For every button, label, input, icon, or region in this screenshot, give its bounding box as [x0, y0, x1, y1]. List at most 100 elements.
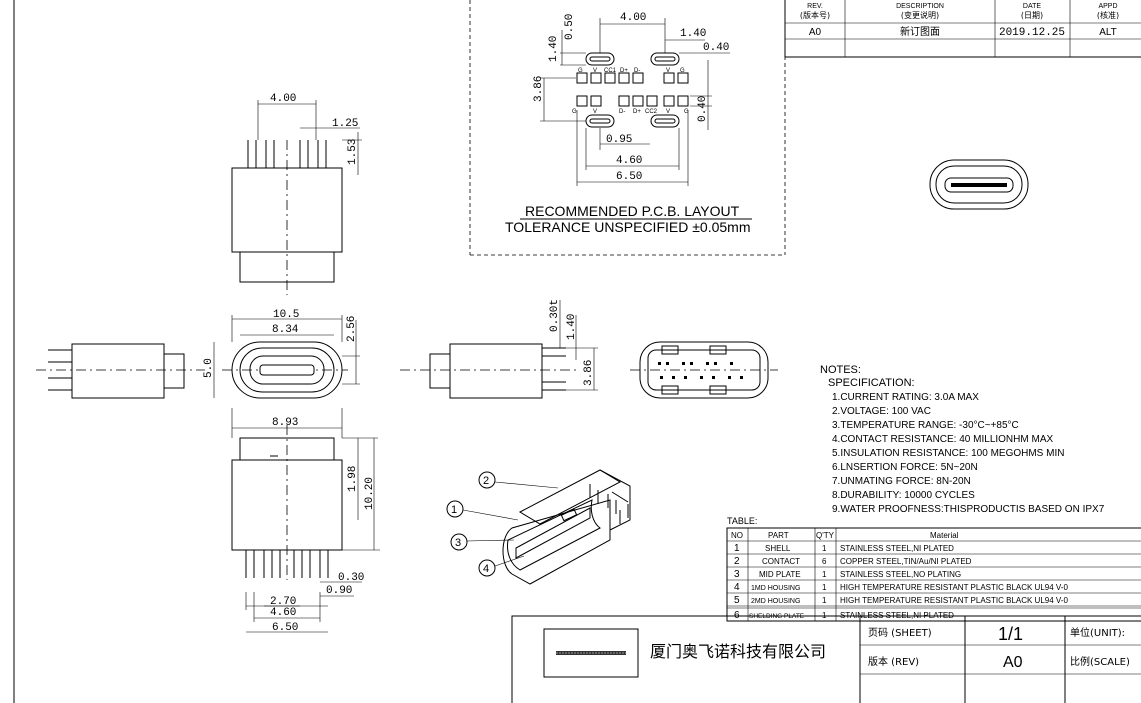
scale-label: 比例(SCALE) [1070, 655, 1130, 668]
dim-10-20: 10.20 [364, 477, 376, 510]
note-item: 7.UNMATING FORCE: 8N-20N [832, 476, 971, 487]
dim-4-60: 4.60 [270, 607, 296, 619]
bom-cell: STAINLESS STEEL,NO PLATING [840, 570, 961, 579]
bom-header: Material [930, 531, 959, 540]
pin-label: D+ [620, 68, 628, 74]
dim-6-50: 6.50 [272, 622, 298, 634]
bom-cell: 4 [734, 582, 740, 593]
note-item: 2.VOLTAGE: 100 VAC [832, 406, 931, 417]
callout-3: 3 [455, 537, 461, 549]
dim-h-0-50: 0.50 [564, 14, 576, 40]
dim-6-50: 6.50 [616, 171, 642, 183]
bom-cell: STAINLESS STEEL,NI PLATED [840, 544, 954, 553]
rear-view [630, 341, 778, 399]
pin-label: CC1 [604, 68, 617, 74]
dim-1-53: 1.53 [347, 139, 359, 165]
bom-cell: HIGH TEMPERATURE RESISTANT PLASTIC BLACK… [840, 596, 1068, 605]
sheet-label: 页码 (SHEET) [868, 627, 932, 639]
appd-header-en: APPD [1098, 3, 1117, 10]
bom-cell: 2 [734, 556, 740, 567]
pin-label: G [680, 68, 685, 74]
isometric-view: 2 1 3 4 [446, 469, 631, 585]
bottom-view: 8.93 1.98 10.20 0.30 0.90 2.70 4.60 6.50 [231, 408, 380, 634]
rev-value: A0 [809, 27, 822, 38]
bom-cell: 3 [734, 569, 740, 580]
callout-1: 1 [451, 504, 457, 516]
callout-4: 4 [483, 563, 489, 575]
bom-header: PART [768, 531, 789, 540]
dim-h-3-86: 3.86 [533, 76, 545, 102]
date-header-en: DATE [1023, 3, 1041, 10]
pin-label: V [666, 68, 670, 74]
rev-header-en: REV. [807, 3, 823, 10]
note-item: 1.CURRENT RATING: 3.0A MAX [832, 392, 979, 403]
dim-h-1-40: 1.40 [548, 36, 560, 62]
pin-label: V [593, 68, 597, 74]
bom-table: TABLE: NO PART Q'TY Material 1 SHELL 1 S… [726, 516, 1141, 622]
dim-1-40: 1.40 [680, 28, 706, 40]
pin-label: G [572, 109, 577, 115]
desc-header-en: DESCRIPTION [896, 3, 944, 10]
dim-4-60: 4.60 [616, 155, 642, 167]
dim-4-00: 4.00 [620, 12, 646, 24]
note-item: 9.WATER PROOFNESS:THISPRODUCTIS BASED ON… [832, 504, 1105, 515]
date-header-cn: (日期) [1021, 11, 1043, 20]
unit-label: 单位(UNIT): [1070, 626, 1125, 639]
callout-2: 2 [483, 475, 489, 487]
bom-cell: 1 [822, 544, 827, 553]
bom-cell: 1 [734, 543, 740, 554]
notes-block: NOTES: SPECIFICATION: 1.CURRENT RATING: … [820, 364, 1105, 515]
notes-subtitle: SPECIFICATION: [828, 377, 915, 389]
pin-label: CC2 [645, 109, 658, 115]
dim-0-30t: 0.30t [549, 299, 561, 332]
dim-3-86: 3.86 [583, 360, 595, 386]
dim-2-56: 2.56 [346, 316, 358, 342]
bom-cell: 5 [734, 595, 740, 606]
pcb-layout-view: G V CC1 D+ D- V G G V D- D+ CC2 V G 4.00… [469, 0, 786, 256]
pin-label: V [666, 109, 670, 115]
bom-cell: 6 [822, 557, 827, 566]
dim-2-70: 2.70 [270, 596, 296, 608]
bom-header: Q'TY [816, 531, 835, 540]
dim-1-40: 1.40 [566, 314, 578, 340]
left-side-view [36, 343, 205, 399]
title-block: 厦门奥飞诺科技有限公司 页码 (SHEET) 1/1 单位(UNIT): 版本 … [511, 615, 1141, 703]
dim-5-0: 5.0 [203, 358, 215, 378]
rev-header-cn: (版本号) [800, 10, 830, 20]
desc-value: 新订图面 [900, 25, 940, 38]
revision-table: REV. (版本号) DESCRIPTION (变更说明) DATE (日期) … [784, 0, 1141, 58]
dim-4-00: 4.00 [270, 93, 296, 105]
company-logo [556, 651, 626, 655]
appd-header-cn: (核准) [1097, 10, 1119, 20]
bom-cell: CONTACT [762, 557, 800, 566]
bom-cell: COPPER STEEL,TIN/Au/NI PLATED [840, 557, 972, 566]
sheet-value: 1/1 [998, 624, 1023, 644]
dim-1-25: 1.25 [332, 118, 358, 130]
pcb-pads-top [576, 72, 689, 84]
pcb-pads-bottom [576, 95, 689, 107]
bom-header: NO [731, 531, 743, 540]
note-item: 5.INSULATION RESISTANCE: 100 MEGOHMS MIN [832, 448, 1064, 459]
bom-cell: 1MD HOUSING [751, 585, 800, 592]
dim-8-93: 8.93 [272, 417, 298, 429]
pin-label: D+ [633, 109, 641, 115]
dim-0-90: 0.90 [326, 585, 352, 597]
dim-0-95: 0.95 [606, 134, 632, 146]
bom-cell: MID PLATE [759, 570, 801, 579]
pin-label: V [593, 109, 597, 115]
right-side-view: 0.30t 1.40 3.86 [400, 299, 598, 399]
bom-cell: 1 [822, 570, 827, 579]
front-view: 10.5 8.34 2.56 5.0 [203, 309, 360, 399]
dim-10-5: 10.5 [273, 309, 299, 321]
notes-title: NOTES: [820, 364, 861, 376]
date-value: 2019.12.25 [999, 27, 1065, 39]
rev-value: A0 [1003, 654, 1023, 671]
bom-cell: SHELL [765, 544, 791, 553]
top-view: 4.00 1.25 1.53 [231, 93, 362, 295]
dim-8-34: 8.34 [272, 324, 299, 336]
appd-value: ALT [1099, 27, 1117, 38]
bom-cell: 1 [822, 596, 827, 605]
pin-label: D- [634, 68, 640, 74]
connector-face-icon [929, 159, 1029, 210]
